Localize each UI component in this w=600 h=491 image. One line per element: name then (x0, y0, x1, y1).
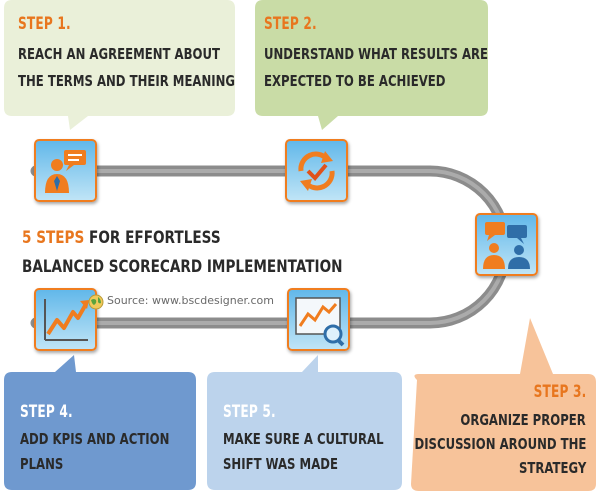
step2-callout: STEP 2. UNDERSTAND WHAT RESULTS ARE EXPE… (255, 0, 488, 116)
step4-callout: STEP 4. ADD KPIS AND ACTION PLANS (4, 372, 196, 490)
step4-line1: ADD KPIS AND ACTION (20, 430, 170, 448)
meeting-icon (475, 213, 538, 276)
title-rest: FOR EFFORTLESS (84, 228, 221, 248)
step1-bubble (4, 0, 235, 130)
diagram-title: 5 STEPS FOR EFFORTLESS (22, 228, 221, 248)
diagram-title-line2: BALANCED SCORECARD IMPLEMENTATION (22, 257, 343, 277)
trend-chart-icon (34, 288, 97, 351)
step2-line1: UNDERSTAND WHAT RESULTS ARE (264, 45, 489, 63)
step4-line2: PLANS (20, 455, 64, 473)
source-text: Source: www.bscdesigner.com (107, 294, 274, 307)
step1-callout: STEP 1. REACH AN AGREEMENT ABOUT THE TER… (4, 0, 235, 116)
cycle-check-icon (285, 139, 348, 202)
step4-number: STEP 4. (20, 402, 73, 421)
step2-number: STEP 2. (264, 14, 317, 33)
globe-icon (88, 294, 104, 310)
step5-bubble (207, 355, 402, 490)
step1-line2: THE TERMS AND THEIR MEANING (18, 72, 236, 90)
step2-bubble (255, 0, 488, 130)
title-accent: 5 STEPS (22, 228, 85, 248)
step1-number: STEP 1. (18, 14, 71, 33)
step5-line2: SHIFT WAS MADE (223, 455, 338, 473)
step5-callout: STEP 5. MAKE SURE A CULTURAL SHIFT WAS M… (207, 372, 402, 490)
step3-line1: ORGANIZE PROPER (460, 411, 586, 429)
step3-number: STEP 3. (533, 382, 586, 401)
step3-line2: DISCUSSION AROUND THE (414, 435, 586, 453)
presenter-icon (34, 139, 97, 202)
step3-bubble (411, 318, 596, 491)
step3-line3: STRATEGY (518, 459, 586, 477)
step2-line2: EXPECTED TO BE ACHIEVED (264, 72, 446, 90)
step3-callout: STEP 3. ORGANIZE PROPER DISCUSSION AROUN… (411, 374, 596, 491)
step4-bubble (4, 355, 196, 490)
analytics-icon (287, 288, 350, 351)
step5-number: STEP 5. (223, 402, 276, 421)
step1-line1: REACH AN AGREEMENT ABOUT (18, 45, 220, 63)
step5-line1: MAKE SURE A CULTURAL (223, 430, 384, 448)
